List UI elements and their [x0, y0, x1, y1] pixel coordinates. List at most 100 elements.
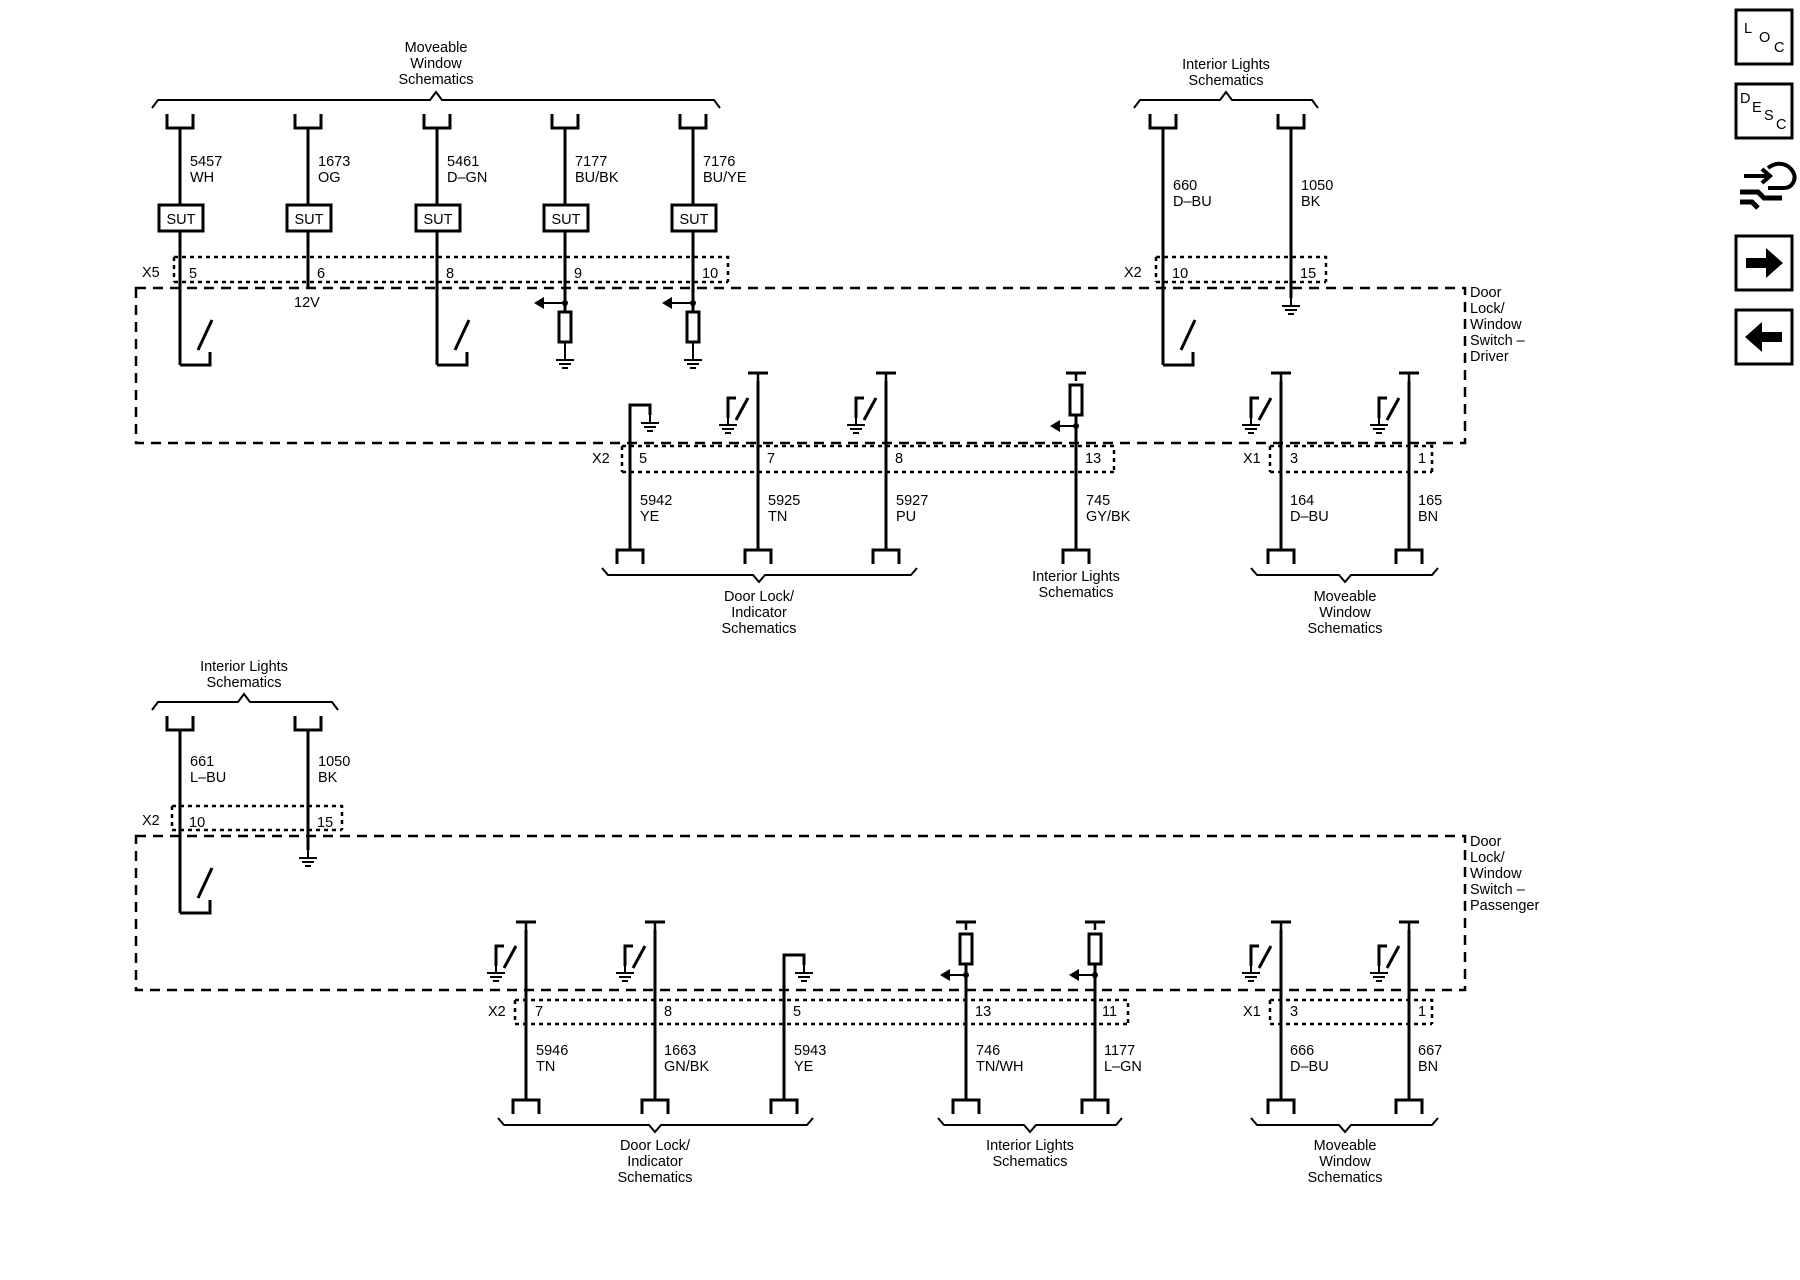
svg-text:3: 3: [1290, 1004, 1298, 1020]
svg-text:13: 13: [1085, 451, 1101, 467]
svg-text:8: 8: [446, 266, 454, 282]
svg-text:SUT: SUT: [552, 212, 581, 228]
svg-text:7176: 7176: [703, 154, 735, 170]
svg-text:1: 1: [1418, 451, 1426, 467]
svg-text:Moveable: Moveable: [1314, 589, 1377, 605]
driver-wire-7176: 7176 BU/YE SUT 10: [662, 112, 747, 369]
arrow-right-icon: [1746, 248, 1783, 278]
svg-text:SUT: SUT: [295, 212, 324, 228]
svg-text:Lock/: Lock/: [1470, 850, 1506, 866]
svg-text:Window: Window: [1470, 317, 1522, 333]
driver-wire-5927: 8 5927 PU: [846, 371, 928, 566]
handshake-icon[interactable]: [1740, 161, 1797, 210]
passenger-bottom-brace-3: [1250, 1117, 1439, 1134]
passenger-wire-1177: 11 1177 L–GN: [1069, 920, 1142, 1116]
driver-wire-1050: 1050 BK 15: [1276, 112, 1333, 315]
driver-bottom-group-2-label: Interior Lights Schematics: [1032, 569, 1120, 601]
svg-text:1673: 1673: [318, 154, 350, 170]
svg-text:6: 6: [317, 266, 325, 282]
svg-text:5457: 5457: [190, 154, 222, 170]
passenger-bottom-brace-1: [497, 1117, 814, 1134]
svg-text:Driver: Driver: [1470, 349, 1509, 365]
passenger-x2-bottom-label: X2: [488, 1004, 506, 1020]
svg-text:1050: 1050: [318, 754, 350, 770]
svg-text:667: 667: [1418, 1043, 1442, 1059]
desc-letter-c: C: [1776, 117, 1786, 133]
svg-text:7: 7: [767, 451, 775, 467]
svg-text:164: 164: [1290, 493, 1314, 509]
svg-text:BU/YE: BU/YE: [703, 170, 747, 186]
next-page-button[interactable]: [1734, 234, 1794, 292]
desc-button[interactable]: D E S C: [1734, 82, 1794, 140]
svg-text:7: 7: [535, 1004, 543, 1020]
driver-bottom-group-1-label: Door Lock/ Indicator Schematics: [722, 589, 797, 637]
svg-text:Schematics: Schematics: [1039, 585, 1114, 601]
svg-text:BU/BK: BU/BK: [575, 170, 619, 186]
arrow-left-icon: [1745, 322, 1782, 352]
driver-wire-7177: 7177 BU/BK SUT 9: [534, 112, 619, 369]
svg-text:10: 10: [189, 815, 205, 831]
svg-text:1: 1: [1418, 1004, 1426, 1020]
svg-text:Schematics: Schematics: [207, 675, 282, 691]
passenger-wire-666: 3 666 D–BU: [1241, 920, 1329, 1116]
passenger-wire-667: 1 667 BN: [1369, 920, 1442, 1116]
svg-text:L–BU: L–BU: [190, 770, 226, 786]
driver-x2-bottom-label: X2: [592, 451, 610, 467]
driver-x1-bottom-connector: [1268, 444, 1434, 474]
loc-button[interactable]: L O C: [1734, 8, 1794, 66]
svg-text:12V: 12V: [294, 295, 320, 311]
svg-text:TN: TN: [536, 1059, 555, 1075]
svg-text:Passenger: Passenger: [1470, 898, 1539, 914]
passenger-x2-bottom-connector: [513, 998, 1130, 1026]
driver-bottom-group-3-label: Moveable Window Schematics: [1308, 589, 1383, 637]
svg-text:Interior Lights: Interior Lights: [1032, 569, 1120, 585]
loc-letter-c: C: [1774, 40, 1784, 56]
prev-page-button[interactable]: [1734, 308, 1794, 366]
driver-wire-745: 13 745 GY/BK: [1050, 371, 1131, 566]
svg-text:5943: 5943: [794, 1043, 826, 1059]
driver-top-left-brace: [151, 90, 721, 109]
svg-text:Schematics: Schematics: [1308, 1170, 1383, 1186]
svg-text:Interior Lights: Interior Lights: [1182, 57, 1270, 73]
driver-x2-top-label: X2: [1124, 265, 1142, 281]
passenger-top-brace: [151, 692, 339, 711]
driver-top-left-group-label: Moveable Window Schematics: [399, 40, 474, 88]
passenger-switch-label: Door Lock/ Window Switch – Passenger: [1470, 834, 1539, 914]
svg-text:Lock/: Lock/: [1470, 301, 1506, 317]
svg-text:Schematics: Schematics: [399, 72, 474, 88]
svg-text:Door Lock/: Door Lock/: [724, 589, 795, 605]
svg-text:Schematics: Schematics: [1308, 621, 1383, 637]
svg-text:YE: YE: [640, 509, 660, 525]
desc-letter-d: D: [1740, 91, 1750, 107]
svg-text:Door: Door: [1470, 834, 1502, 850]
svg-text:Indicator: Indicator: [731, 605, 787, 621]
svg-text:5: 5: [639, 451, 647, 467]
svg-text:SUT: SUT: [167, 212, 196, 228]
driver-switch-label: Door Lock/ Window Switch – Driver: [1470, 285, 1526, 365]
passenger-x1-bottom-connector: [1268, 998, 1434, 1026]
driver-wire-164: 3 164 D–BU: [1241, 371, 1329, 566]
svg-text:Interior Lights: Interior Lights: [200, 659, 288, 675]
svg-text:Indicator: Indicator: [627, 1154, 683, 1170]
loc-letter-o: O: [1759, 30, 1770, 46]
svg-text:BK: BK: [1301, 194, 1321, 210]
driver-wire-5457: 5457 WH SUT 5: [157, 112, 222, 367]
svg-text:13: 13: [975, 1004, 991, 1020]
passenger-wire-5943: 5 5943 YE: [769, 953, 826, 1116]
svg-text:Window: Window: [410, 56, 462, 72]
svg-text:TN/WH: TN/WH: [976, 1059, 1024, 1075]
svg-text:5925: 5925: [768, 493, 800, 509]
svg-text:3: 3: [1290, 451, 1298, 467]
svg-text:WH: WH: [190, 170, 214, 186]
svg-text:745: 745: [1086, 493, 1110, 509]
svg-text:661: 661: [190, 754, 214, 770]
driver-wire-5461: 5461 D–GN SUT 8: [414, 112, 487, 367]
svg-text:Schematics: Schematics: [618, 1170, 693, 1186]
passenger-wire-661: 661 L–BU 10: [165, 714, 226, 915]
passenger-top-group-label: Interior Lights Schematics: [200, 659, 288, 691]
driver-bottom-brace-1: [601, 567, 918, 584]
svg-text:11: 11: [1102, 1004, 1117, 1020]
svg-text:D–BU: D–BU: [1173, 194, 1212, 210]
svg-text:Schematics: Schematics: [1189, 73, 1264, 89]
